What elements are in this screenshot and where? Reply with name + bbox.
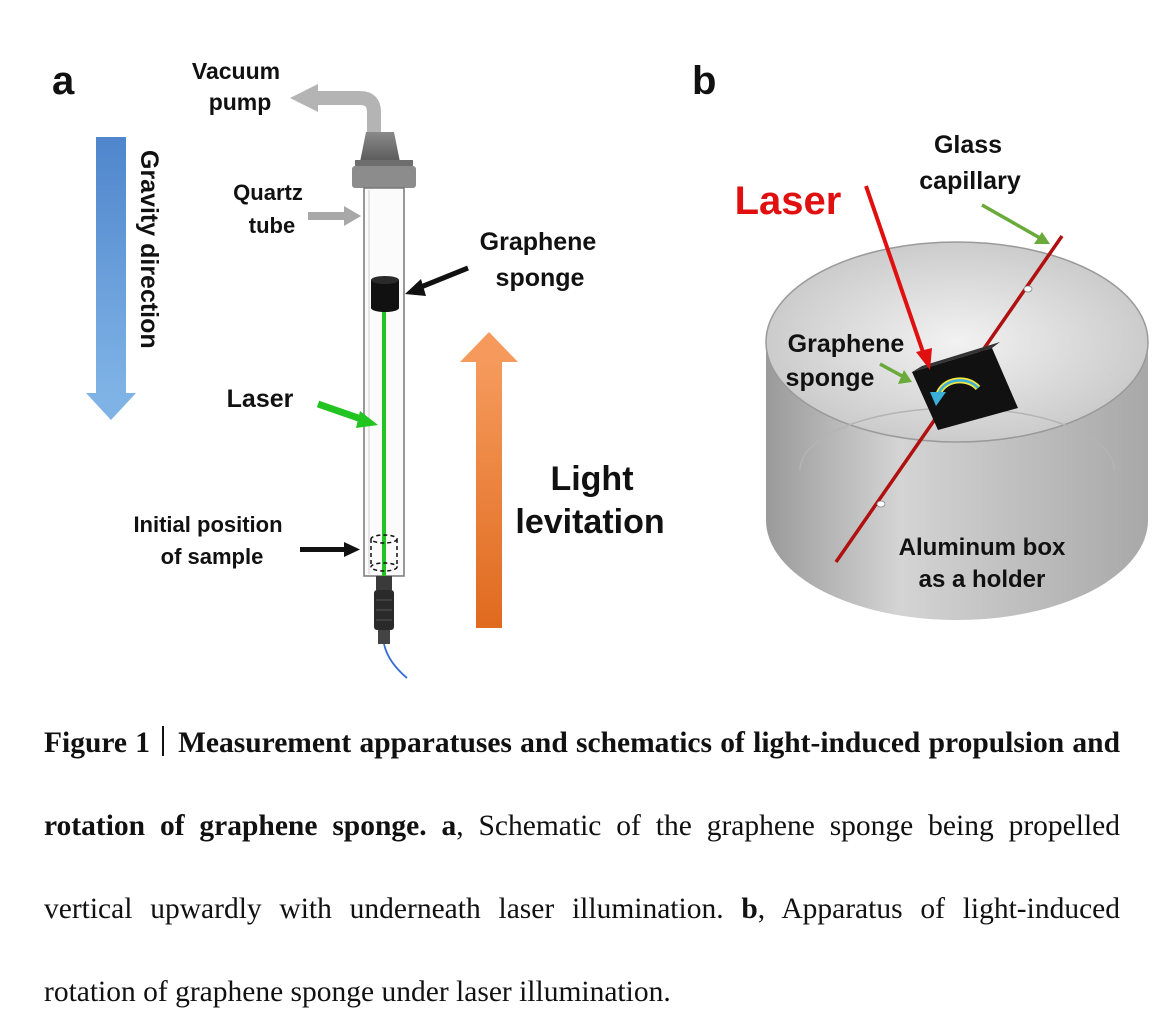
- graphene-sponge-label-b-line1: Graphene: [788, 330, 905, 358]
- initial-position-pointer-arrow: [300, 542, 360, 557]
- light-levitation-label-line1: Light: [550, 460, 633, 498]
- fiber-connector: [374, 576, 394, 644]
- sponge-b-pointer-head: [898, 370, 912, 384]
- quartz-tube-pointer-arrow: [308, 206, 361, 226]
- figure-panels: a Gravity direction Vacuum pump Quartz t…: [52, 58, 1149, 679]
- figure-number: Figure 1: [44, 727, 151, 759]
- panel-a-letter: a: [52, 59, 75, 103]
- tube-cap: [352, 132, 416, 188]
- quartz-tube-label-line1: Quartz: [233, 180, 303, 205]
- fiber-cable: [383, 643, 408, 679]
- graphene-sponge-pointer-arrow: [415, 265, 469, 292]
- initial-position-marker: [370, 534, 398, 572]
- vacuum-pump-pipe: [290, 84, 381, 132]
- rotation-arrow-icon: [930, 377, 981, 406]
- light-levitation-arrow: [460, 332, 518, 628]
- initial-position-label-line1: Initial position: [133, 512, 282, 537]
- caption-panel-b-text: , Apparatus of light-induced rotation of…: [44, 893, 1121, 1008]
- quartz-tube-label-line2: tube: [249, 213, 295, 238]
- glass-capillary-label-line2: capillary: [919, 167, 1021, 195]
- light-levitation-label-line2: levitation: [515, 503, 664, 541]
- graphene-sponge-label-a-line1: Graphene: [480, 228, 597, 256]
- panel-b-letter: b: [692, 59, 716, 103]
- panel-b: b Laser Glass capillary: [692, 59, 1149, 620]
- capillary-pointer-arrow: [981, 203, 1041, 240]
- graphene-sponge-cylinder: [371, 276, 399, 312]
- panel-a: a Gravity direction Vacuum pump Quartz t…: [52, 58, 665, 679]
- figure-title: Measurement apparatuses and schematics o…: [44, 727, 1120, 842]
- vacuum-pump-label-line2: pump: [209, 89, 272, 115]
- caption-panel-b-label: b: [741, 893, 758, 925]
- laser-pointer-head: [356, 411, 378, 428]
- caption-panel-a-label: a: [441, 810, 457, 842]
- aluminum-box-holder: [765, 241, 1149, 620]
- glass-capillary-label-line1: Glass: [934, 131, 1002, 159]
- graphene-sponge-pointer-head: [405, 279, 426, 296]
- red-laser-head: [916, 348, 932, 370]
- caption-separator: [162, 726, 165, 756]
- caption-panel-a-text: , Schematic of the graphene sponge being…: [44, 810, 1121, 925]
- aluminum-box-label-line2: as a holder: [919, 566, 1046, 593]
- graphene-sponge-block: [912, 342, 1018, 430]
- sponge-b-pointer-arrow: [879, 362, 903, 378]
- red-laser-beam: [864, 185, 926, 356]
- initial-position-label-line2: of sample: [161, 544, 264, 569]
- aluminum-box-label-line1: Aluminum box: [899, 534, 1066, 561]
- vacuum-pump-label-line1: Vacuum: [192, 58, 280, 84]
- gravity-direction-label: Gravity direction: [135, 150, 163, 349]
- gravity-direction-arrow: [86, 137, 136, 420]
- laser-label-a: Laser: [227, 385, 294, 413]
- laser-label-b: Laser: [735, 179, 842, 223]
- capillary-pointer-head: [1034, 232, 1050, 244]
- graphene-sponge-label-a-line2: sponge: [496, 264, 585, 292]
- laser-pointer-arrow: [316, 400, 366, 424]
- graphene-sponge-label-b-line2: sponge: [786, 364, 875, 392]
